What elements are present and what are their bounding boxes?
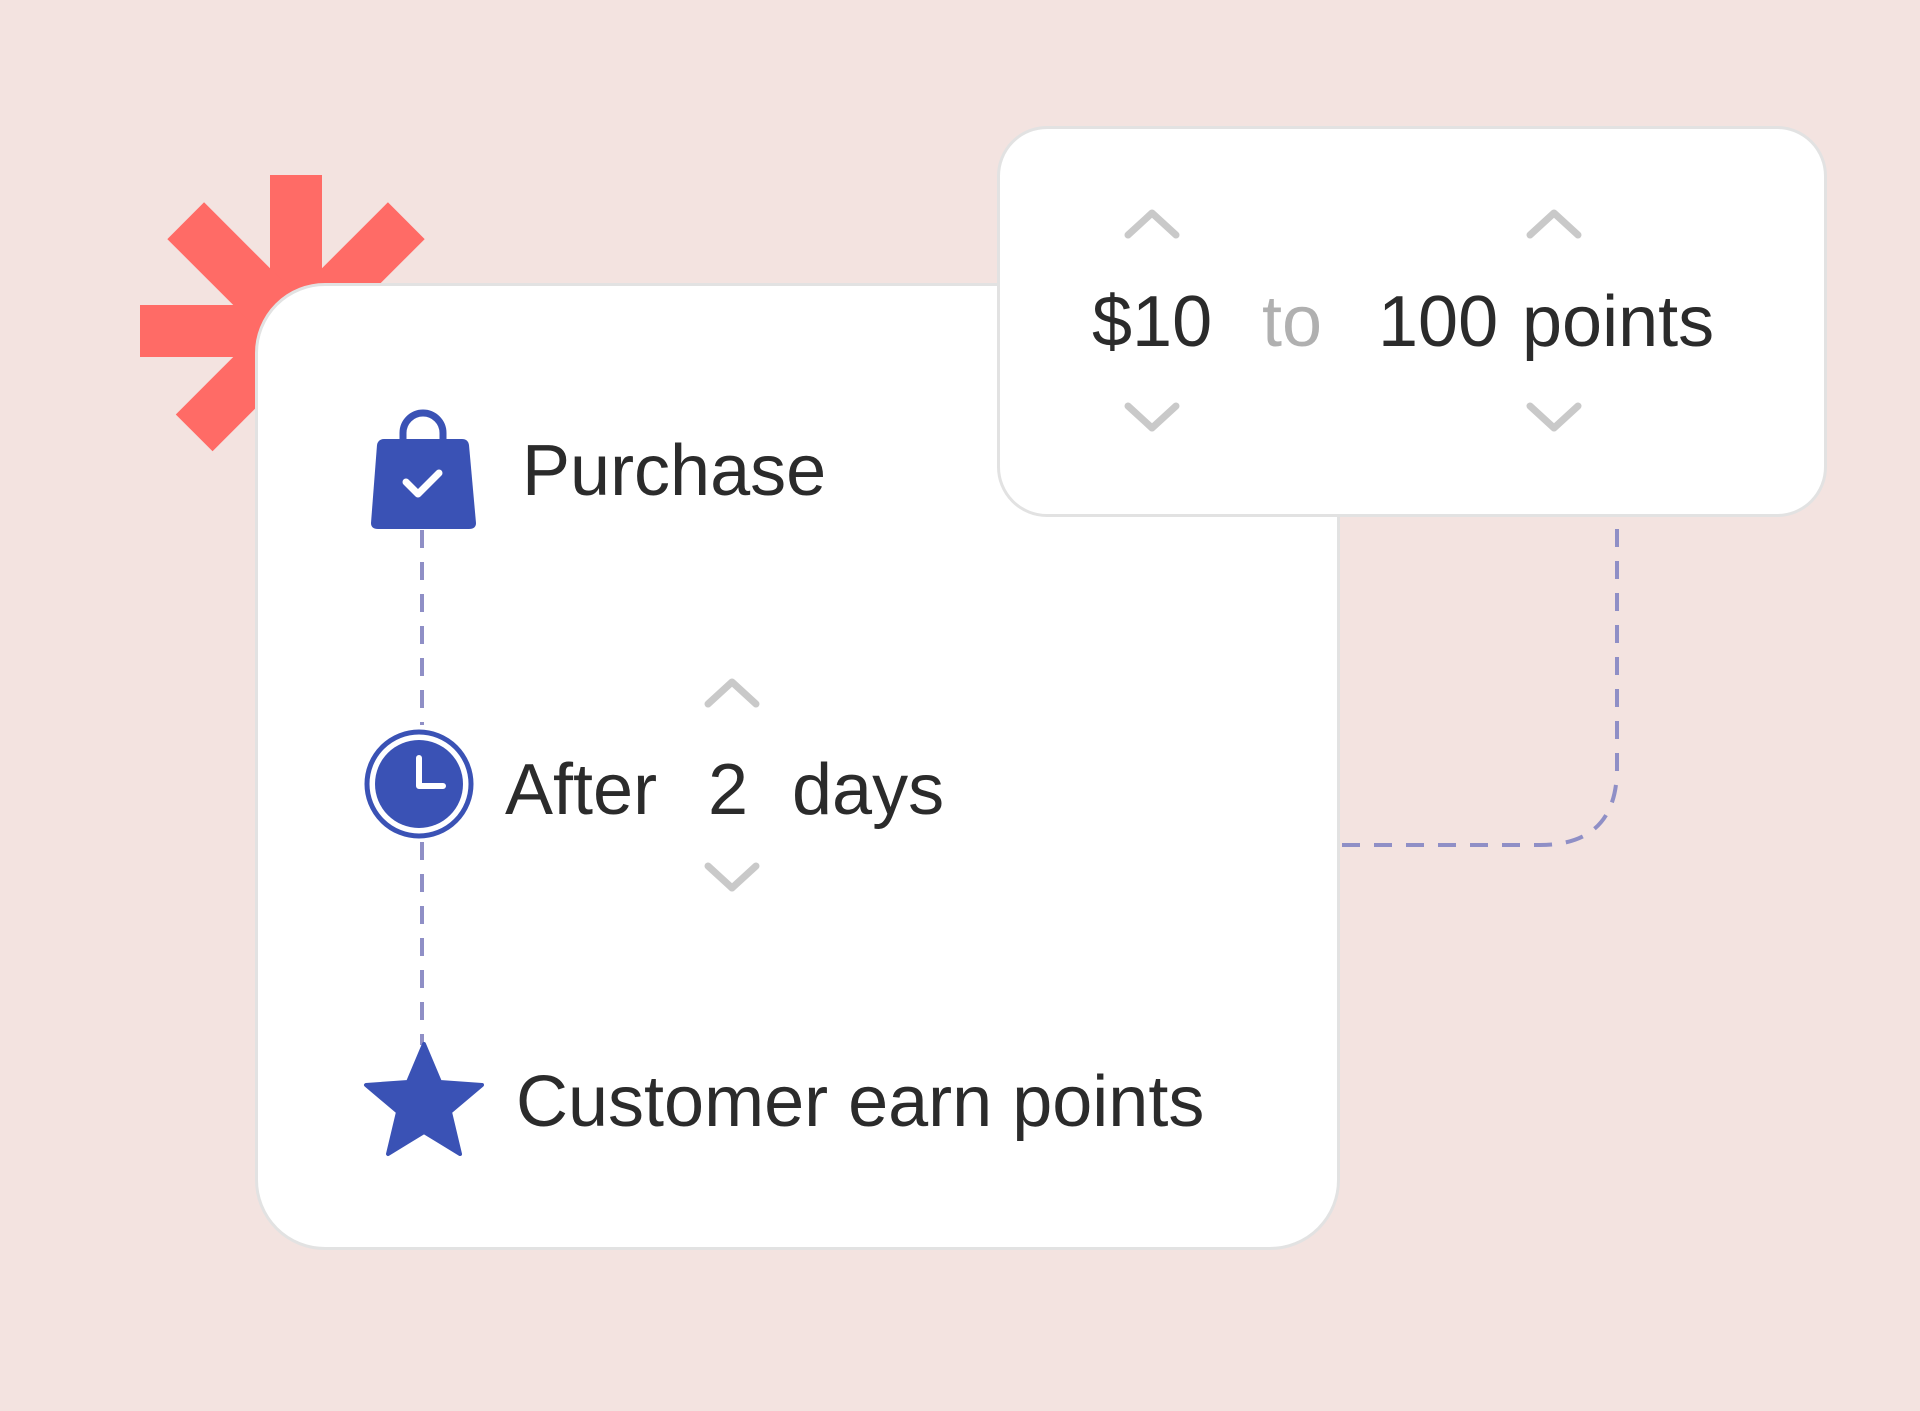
amount-stepper-value[interactable]: $10 xyxy=(1092,282,1213,362)
shopping-bag-check-icon xyxy=(371,409,476,529)
points-unit-label: points xyxy=(1522,282,1715,362)
points-increment-chevron-up-icon[interactable] xyxy=(1522,207,1586,243)
step-purchase-label: Purchase xyxy=(522,431,827,511)
conversion-connector-word: to xyxy=(1262,282,1323,362)
points-stepper-value[interactable]: 100 xyxy=(1378,282,1499,362)
days-increment-chevron-up-icon[interactable] xyxy=(700,676,764,712)
step-reward-label: Customer earn points xyxy=(516,1062,1205,1142)
step-delay-prefix: After xyxy=(505,750,658,830)
conversion-rate-card xyxy=(997,126,1827,517)
star-icon xyxy=(364,1042,484,1156)
step-delay-suffix: days xyxy=(792,750,945,830)
days-decrement-chevron-down-icon[interactable] xyxy=(700,858,764,894)
days-stepper-value[interactable]: 2 xyxy=(708,750,749,830)
clock-icon xyxy=(364,729,474,839)
amount-increment-chevron-up-icon[interactable] xyxy=(1120,207,1184,243)
points-decrement-chevron-down-icon[interactable] xyxy=(1522,398,1586,434)
amount-decrement-chevron-down-icon[interactable] xyxy=(1120,398,1184,434)
